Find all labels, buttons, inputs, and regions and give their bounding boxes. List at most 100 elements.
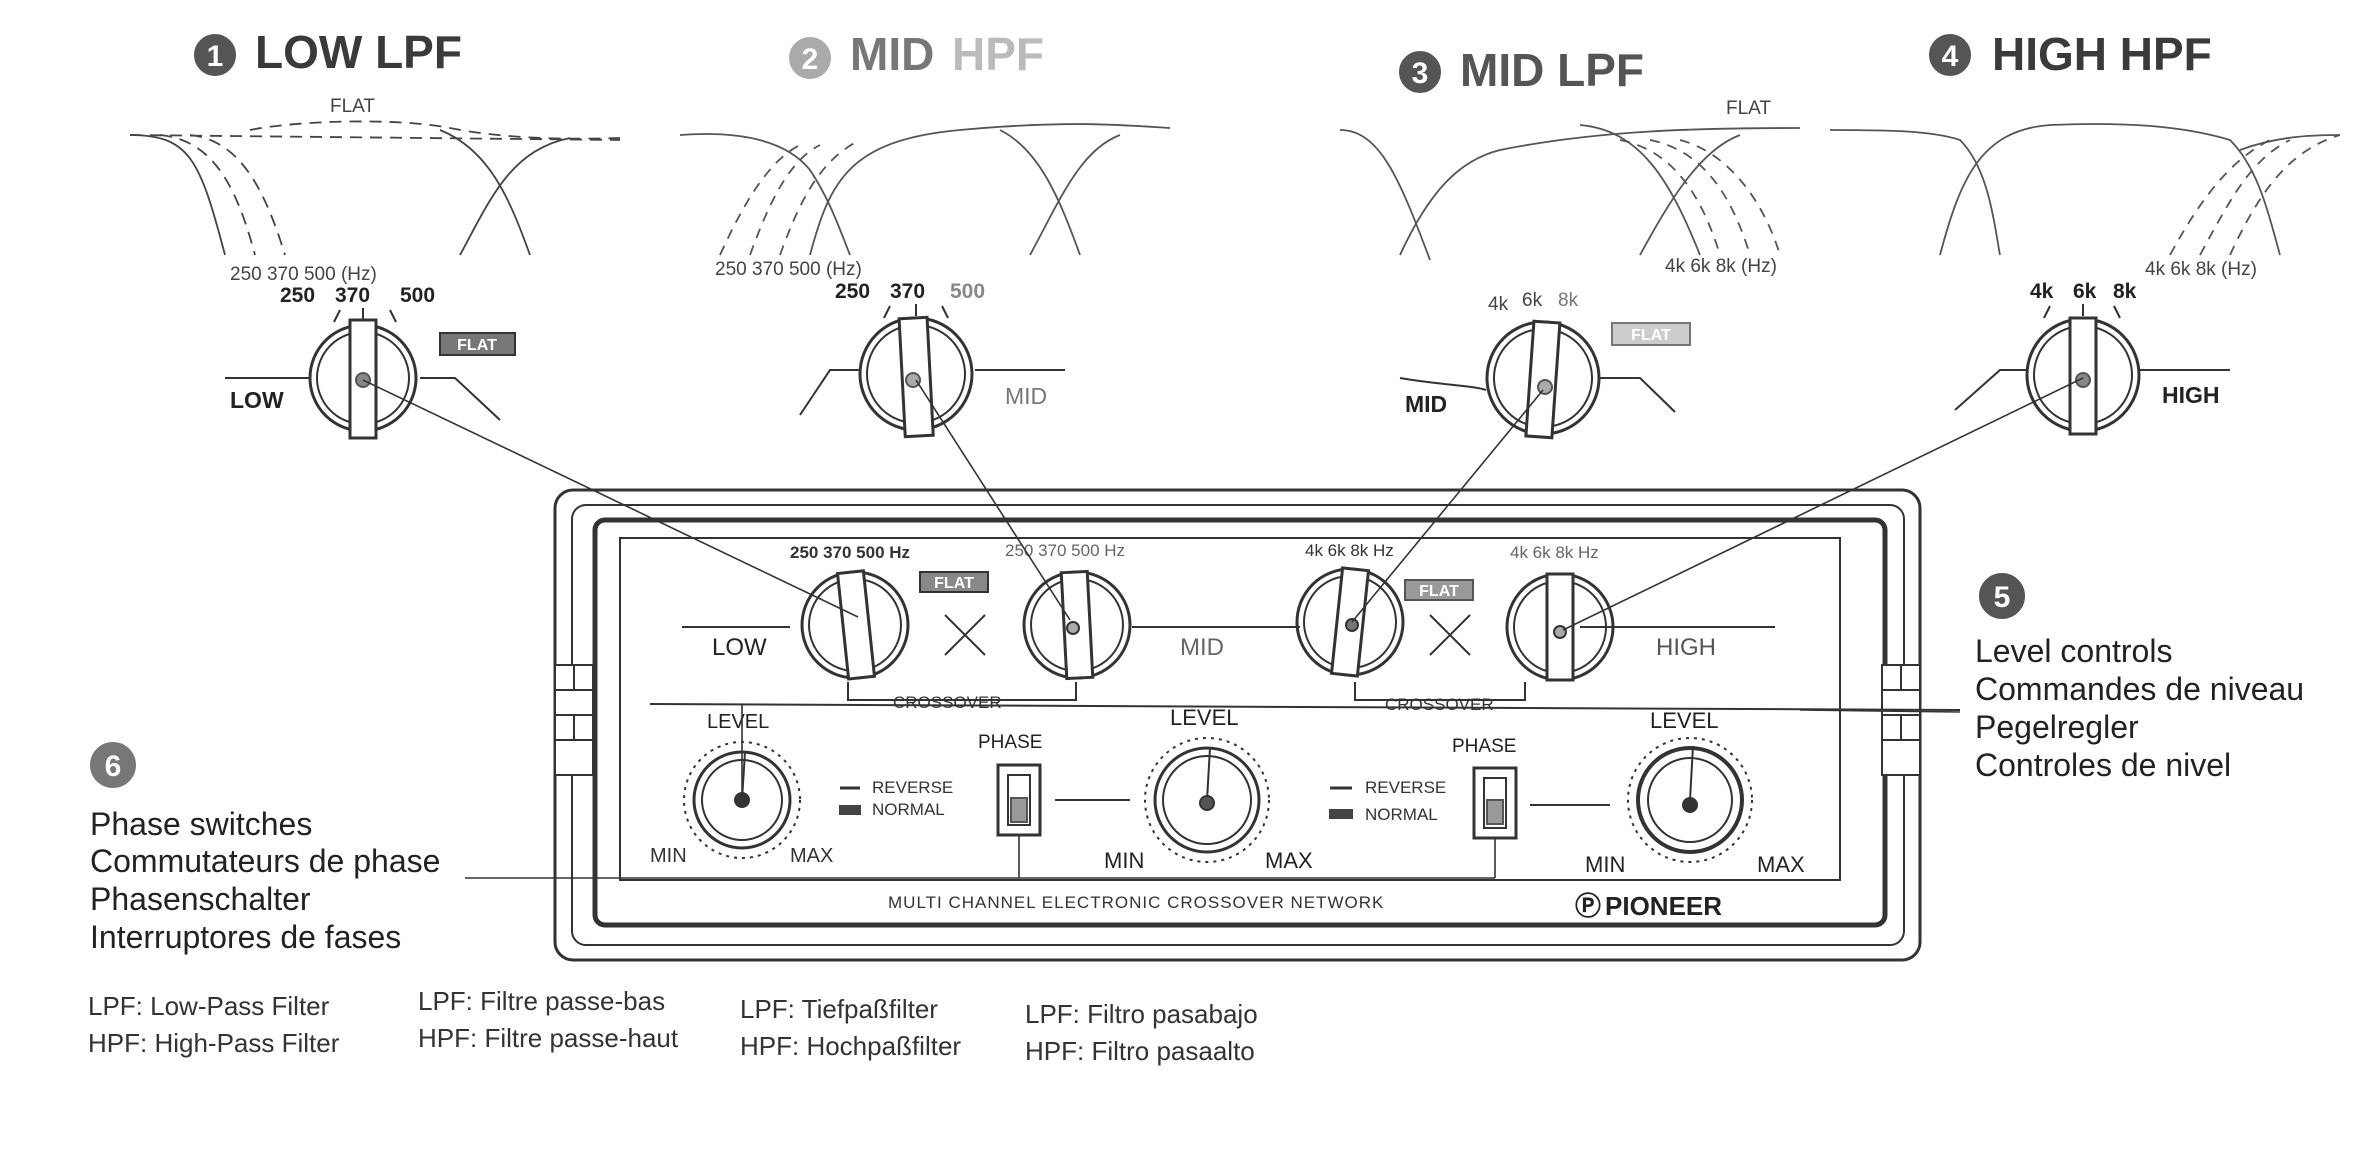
curve-3-flat-label: FLAT (1726, 98, 1771, 119)
badge-3-number: 3 (1412, 57, 1429, 90)
level-3-label: LEVEL (1650, 708, 1719, 733)
knob-1-side-label: LOW (230, 387, 284, 413)
section-1-curves: FLAT 250 370 500 (Hz) (129, 96, 621, 285)
phase-callout-de: Phasenschalter (90, 881, 311, 917)
knob-1-tick-370: 370 (335, 284, 370, 307)
right-handle (1881, 664, 1921, 776)
legend-de-lpf: LPF: Tiefpaßfilter (740, 994, 938, 1024)
panel-level-knob-low[interactable]: LEVEL MIN MAX (650, 711, 833, 867)
legend: LPF: Low-Pass Filter HPF: High-Pass Filt… (88, 986, 1258, 1066)
level-1-max: MAX (790, 845, 833, 867)
level-1-label: LEVEL (707, 711, 769, 733)
panel-mid-lpf-ticks: 4k 6k 8k Hz (1305, 541, 1394, 560)
knob-1-tick-250: 250 (280, 284, 315, 307)
section-3-curves: FLAT 4k 6k 8k (Hz) (1339, 98, 1801, 277)
knob-2-tick-370: 370 (890, 280, 925, 303)
high-hpf-knob[interactable]: 4k 6k 8k HIGH (1954, 280, 2230, 436)
legend-en-hpf: HPF: High-Pass Filter (88, 1028, 340, 1058)
callout-level-controls: 5 Level controls Commandes de niveau Peg… (1975, 573, 2304, 783)
left-handle (554, 664, 594, 776)
phase-2-reverse: REVERSE (1365, 778, 1446, 797)
phase-switch-1[interactable]: PHASE REVERSE NORMAL (839, 732, 1130, 837)
badge-5-number: 5 (1994, 581, 2011, 614)
badge-4-icon (1929, 34, 1971, 76)
low-lpf-knob[interactable]: 250 370 500 FLAT LOW (225, 284, 516, 440)
curve-3-freq-scale: 4k 6k 8k (Hz) (1665, 256, 1777, 277)
phase-2-label: PHASE (1452, 736, 1516, 757)
level-2-label: LEVEL (1170, 705, 1239, 730)
mid-hpf-knob[interactable]: 250 370 500 MID (799, 280, 1065, 439)
knob-2-side-label: MID (1005, 383, 1047, 409)
front-panel: 250 370 500 Hz 250 370 500 Hz 4k 6k 8k H… (553, 488, 1961, 962)
panel-crossover-1-label: CROSSOVER (893, 693, 1002, 712)
panel-mid-hpf-knob[interactable] (1022, 569, 1132, 681)
section-3-title: 3 MID LPF (1399, 44, 1644, 96)
knob-3-tick-4k: 4k (1488, 294, 1509, 315)
panel-level-knob-high[interactable]: LEVEL MIN MAX (1585, 708, 1805, 877)
knob-3-tick-8k: 8k (1558, 290, 1579, 311)
section-2-curves: 250 370 500 (Hz) (679, 123, 1171, 280)
phase-callout-fr: Commutateurs de phase (90, 843, 440, 879)
curve-1-freq-scale: 250 370 500 (Hz) (230, 264, 377, 285)
panel-level-knob-mid[interactable]: LEVEL MIN MAX (1104, 705, 1313, 873)
phase-1-reverse: REVERSE (872, 778, 953, 797)
panel-low-flat-box (919, 571, 989, 593)
badge-6-icon (90, 742, 136, 788)
panel-high-label: HIGH (1656, 634, 1716, 661)
section-4-title-text: HIGH HPF (1992, 28, 2212, 80)
curve-1-flat-label: FLAT (330, 96, 375, 117)
level-1-min: MIN (650, 845, 687, 867)
badge-5-icon (1979, 573, 2025, 619)
knob-3-tick-6k: 6k (1522, 290, 1543, 311)
panel-low-label: LOW (712, 634, 767, 661)
panel-model-name: MULTI CHANNEL ELECTRONIC CROSSOVER NETWO… (888, 893, 1384, 912)
section-3-title-text: MID LPF (1460, 44, 1644, 96)
level-3-max: MAX (1757, 852, 1805, 877)
panel-mid-flat-label: FLAT (1419, 583, 1459, 600)
level-callout-en: Level controls (1975, 633, 2172, 669)
level-3-min: MIN (1585, 852, 1625, 877)
phase-2-normal: NORMAL (1365, 805, 1438, 824)
knob-3-side-label: MID (1405, 391, 1447, 417)
badge-2-icon (789, 37, 831, 79)
panel-low-ticks: 250 370 500 Hz (790, 543, 910, 562)
callout-phase-switches: 6 Phase switches Commutateurs de phase P… (90, 742, 440, 955)
section-2-title: 2 MID HPF (789, 28, 1044, 80)
panel-mid-lpf-knob[interactable]: FLAT (1295, 566, 1474, 678)
panel-brand: PIONEER (1605, 891, 1722, 921)
knob-1-flat-box (439, 332, 516, 356)
knob-1-tick-500: 500 (400, 284, 435, 307)
pioneer-logo-icon: Ⓟ (1575, 891, 1601, 921)
panel-mid-label: MID (1180, 634, 1224, 661)
legend-fr-lpf: LPF: Filtre passe-bas (418, 986, 665, 1016)
knob-3-flat-box (1611, 322, 1691, 346)
section-2-title-b: HPF (952, 28, 1044, 80)
section-2-title-a: MID (850, 28, 934, 80)
section-4-curves: 4k 6k 8k (Hz) (1829, 123, 2341, 280)
knob-4-tick-6k: 6k (2073, 280, 2097, 303)
leader-lines (362, 377, 2084, 879)
badge-1-icon (194, 34, 236, 76)
knob-3-flat-label: FLAT (1631, 327, 1671, 344)
level-2-max: MAX (1265, 848, 1313, 873)
knob-2-tick-250: 250 (835, 280, 870, 303)
panel-low-knob[interactable]: FLAT (800, 569, 989, 681)
legend-de-hpf: HPF: Hochpaßfilter (740, 1031, 961, 1061)
section-1-title: 1 LOW LPF (194, 26, 462, 78)
mid-lpf-knob[interactable]: 4k 6k 8k FLAT MID (1399, 290, 1691, 440)
legend-es-hpf: HPF: Filtro pasaalto (1025, 1036, 1255, 1066)
legend-en-lpf: LPF: Low-Pass Filter (88, 991, 330, 1021)
level-callout-de: Pegelregler (1975, 709, 2139, 745)
knob-4-tick-8k: 8k (2113, 280, 2137, 303)
badge-4-number: 4 (1942, 40, 1959, 73)
badge-2-number: 2 (802, 43, 819, 76)
panel-mid-flat-box (1404, 579, 1474, 601)
phase-1-label: PHASE (978, 732, 1042, 753)
panel-crossover-2-label: CROSSOVER (1385, 695, 1494, 714)
curve-4-freq-scale: 4k 6k 8k (Hz) (2145, 259, 2257, 280)
legend-es-lpf: LPF: Filtro pasabajo (1025, 999, 1258, 1029)
phase-switch-2[interactable]: PHASE REVERSE NORMAL (1329, 736, 1610, 840)
knob-1-flat-label: FLAT (457, 337, 497, 354)
